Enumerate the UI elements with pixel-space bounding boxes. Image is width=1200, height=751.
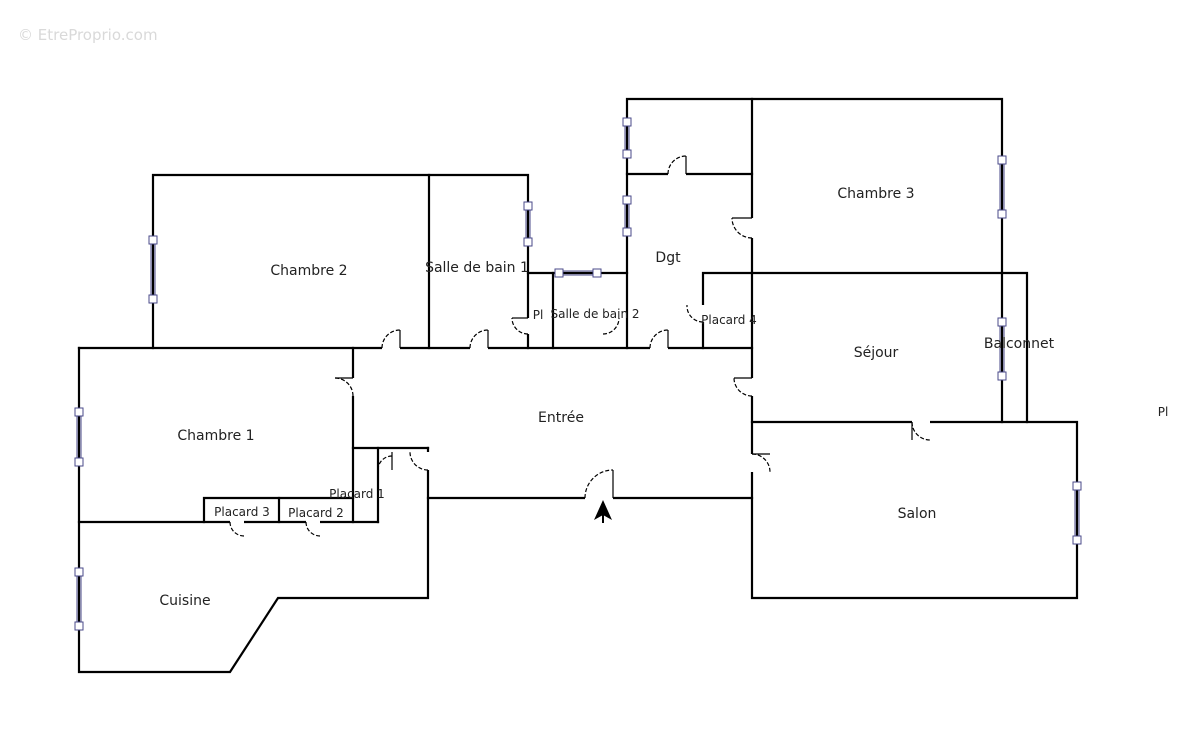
room-label-chambre-3: Chambre 3	[837, 186, 914, 202]
room-label-dgt: Dgt	[655, 250, 681, 266]
room-label-sejour: Séjour	[854, 345, 899, 361]
room-label-pl-right: Pl	[1158, 405, 1169, 419]
room-label-salle-de-bain-2: Salle de bain 2	[550, 307, 639, 321]
room-label-balconnet: Balconnet	[984, 336, 1055, 352]
room-label-cuisine: Cuisine	[159, 593, 210, 609]
room-label-placard-1: Placard 1	[329, 487, 385, 501]
room-label-placard-4: Placard 4	[701, 313, 757, 327]
room-label-placard-3: Placard 3	[214, 505, 270, 519]
room-label-salle-de-bain-1: Salle de bain 1	[425, 260, 529, 276]
room-label-chambre-2: Chambre 2	[270, 263, 347, 279]
watermark-text: © EtreProprio.com	[18, 26, 158, 44]
room-label-chambre-1: Chambre 1	[177, 428, 254, 444]
room-label-placard-2: Placard 2	[288, 506, 344, 520]
room-label-entree: Entrée	[538, 410, 584, 426]
room-label-salon: Salon	[898, 506, 937, 522]
entrance-arrow-icon	[594, 500, 612, 523]
room-labels: Chambre 2 Salle de bain 1 Pl Salle de ba…	[159, 186, 1168, 609]
door-openings	[230, 172, 930, 524]
room-label-pl-small: Pl	[533, 308, 544, 322]
walls	[77, 97, 1079, 674]
door-swings	[229, 155, 931, 537]
windows	[74, 117, 1082, 631]
